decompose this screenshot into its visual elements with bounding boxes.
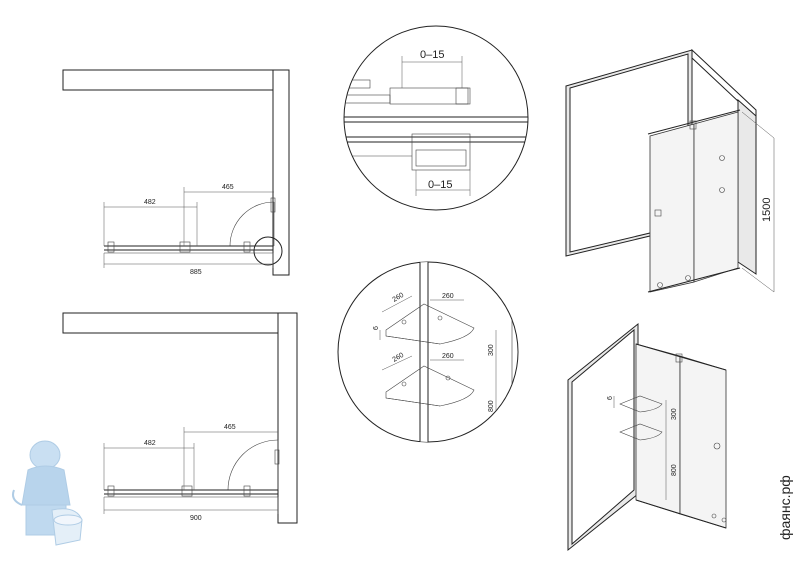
door-swing-arc bbox=[229, 201, 275, 247]
door-swing-arc bbox=[227, 439, 279, 491]
shelf1-width: 260 bbox=[392, 292, 406, 304]
dim-482-bottom: 482 bbox=[144, 440, 156, 447]
plan-view-bottom: 482 465 900 bbox=[62, 312, 298, 524]
glass-shelf bbox=[619, 395, 663, 413]
shelf-spacing-persp: 300 bbox=[671, 408, 678, 420]
dim-482-top: 482 bbox=[144, 199, 156, 206]
shelf1-depth: 260 bbox=[442, 293, 454, 300]
shelf-spacing: 300 bbox=[488, 344, 495, 356]
shelf-height: 800 bbox=[488, 400, 495, 412]
dim-465-bottom: 465 bbox=[224, 424, 236, 431]
glass-shelf bbox=[619, 423, 663, 441]
fixed-glass-panel bbox=[635, 343, 681, 515]
detail-circle-gap: 0–15 0–15 bbox=[343, 25, 529, 211]
door-height-label: 1500 bbox=[761, 198, 773, 222]
right-wall bbox=[737, 98, 757, 275]
plan-view-top: 482 465 885 bbox=[62, 69, 290, 276]
dim-900: 900 bbox=[190, 515, 202, 522]
gap-top-label: 0–15 bbox=[420, 49, 444, 61]
sliding-glass-door bbox=[679, 355, 727, 529]
detail-circle-outline bbox=[343, 25, 529, 211]
detail-marker-circle bbox=[253, 236, 283, 266]
gap-bottom-label: 0–15 bbox=[428, 179, 452, 191]
top-wall bbox=[62, 69, 290, 91]
handle-icon bbox=[719, 155, 725, 161]
shelf-height-persp: 800 bbox=[671, 464, 678, 476]
plumber-mascot-logo bbox=[12, 440, 83, 546]
shelf-thickness: 6 bbox=[373, 326, 380, 330]
perspective-door-view: 1500 bbox=[565, 48, 775, 293]
shelf2-depth: 260 bbox=[442, 353, 454, 360]
perspective-shelves-view: 6 300 800 bbox=[567, 322, 727, 552]
dim-885: 885 bbox=[190, 269, 202, 276]
detail-circle-shelves: 260 260 260 260 6 300 800 bbox=[337, 261, 519, 443]
watermark-text: фаянс.рф bbox=[777, 475, 793, 540]
handle-icon bbox=[713, 442, 721, 450]
sliding-glass-door bbox=[693, 111, 739, 283]
top-wall bbox=[62, 312, 298, 334]
dim-465-top: 465 bbox=[222, 184, 234, 191]
fixed-glass-panel bbox=[649, 123, 695, 293]
shelf-thickness-persp: 6 bbox=[607, 396, 614, 400]
side-wall bbox=[277, 312, 298, 524]
side-wall bbox=[272, 69, 290, 276]
shelf2-width: 260 bbox=[392, 352, 406, 364]
